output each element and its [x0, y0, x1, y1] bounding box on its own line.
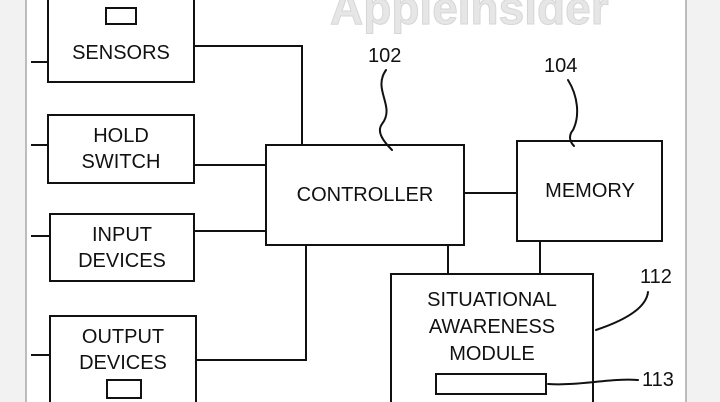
reference-113: 113: [547, 369, 674, 391]
reference-104: 104: [544, 55, 579, 147]
ref-113-leader: [547, 378, 639, 386]
ref-112-label: 112: [640, 266, 672, 288]
input-devices-label-line1: INPUT: [92, 224, 152, 246]
reference-102: 102: [368, 45, 401, 151]
reference-112: 112: [595, 266, 672, 331]
hold-switch-label-line2: SWITCH: [82, 151, 161, 173]
edge-stubs: [31, 61, 51, 356]
sensors-element: [105, 7, 137, 25]
ref-113-label: 113: [642, 369, 674, 391]
ref-104-label: 104: [544, 55, 577, 77]
ref-102-label: 102: [368, 45, 401, 67]
controller-label: CONTROLLER: [297, 184, 434, 206]
situational-awareness-module-block: SITUATIONAL AWARENESS MODULE: [390, 273, 594, 402]
module-label-line3: MODULE: [449, 343, 535, 365]
sensors-label: SENSORS: [72, 42, 170, 64]
output-devices-block: OUTPUT DEVICES: [49, 315, 197, 402]
ref-104-leader: [567, 79, 579, 147]
memory-block: MEMORY: [516, 140, 663, 242]
connection-lines: [193, 45, 541, 361]
ref-102-leader: [378, 69, 393, 151]
module-label-line2: AWARENESS: [429, 316, 555, 338]
controller-block: CONTROLLER: [265, 144, 465, 246]
memory-label: MEMORY: [545, 180, 635, 202]
module-label-line1: SITUATIONAL: [427, 289, 557, 311]
input-devices-block: INPUT DEVICES: [49, 213, 195, 282]
watermark: AppleInsider: [330, 0, 609, 34]
input-devices-label-line2: DEVICES: [78, 250, 166, 272]
output-devices-label-line2: DEVICES: [79, 352, 167, 374]
output-devices-label-line1: OUTPUT: [82, 326, 164, 348]
ref-112-leader: [595, 291, 649, 331]
sensors-block: SENSORS: [47, 0, 195, 83]
output-devices-element: [106, 379, 142, 399]
hold-switch-label-line1: HOLD: [93, 125, 149, 147]
module-sub-element: [435, 373, 547, 395]
hold-switch-block: HOLD SWITCH: [47, 114, 195, 184]
